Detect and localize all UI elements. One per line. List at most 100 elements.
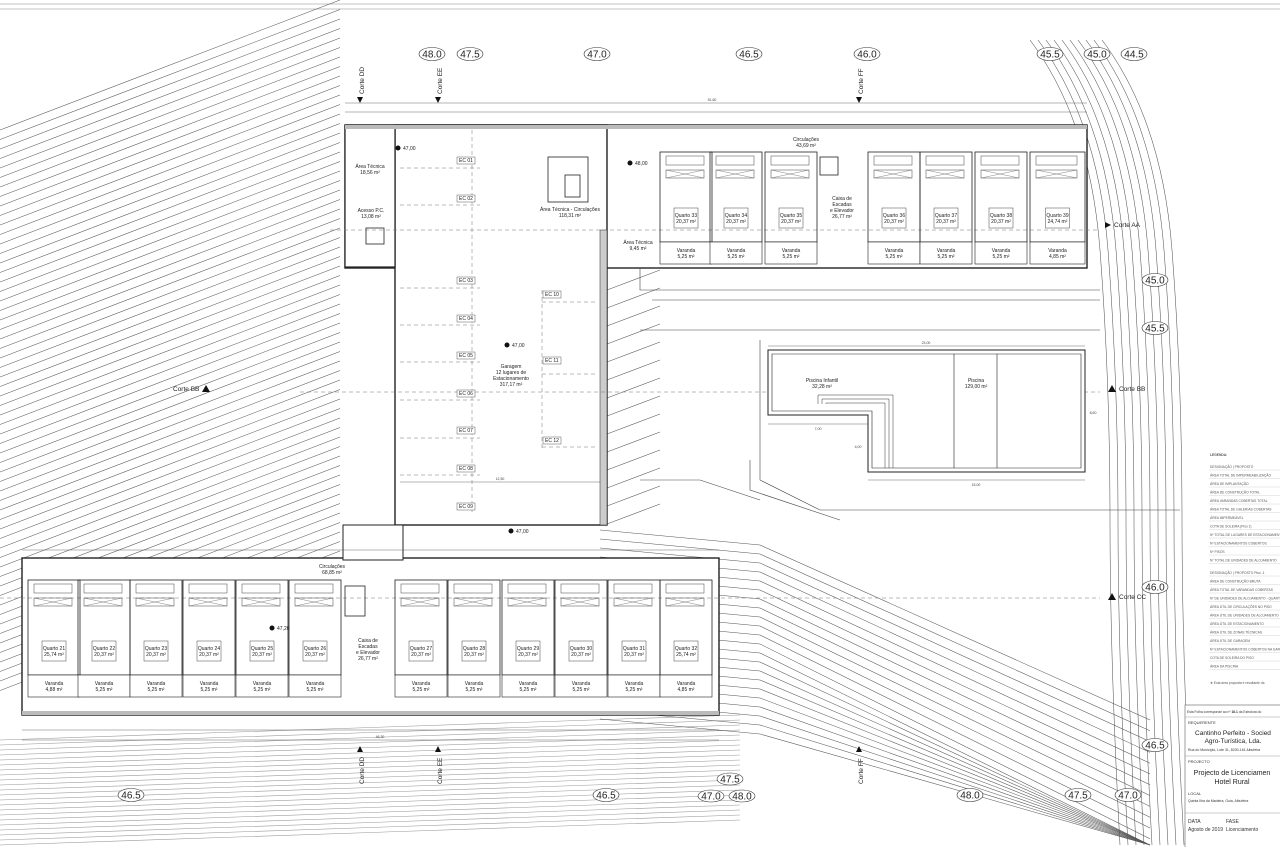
room-area: 25,74 m² [676, 652, 696, 658]
contour-label-text: 47.0 [701, 792, 721, 803]
stair-core-label: e Elevador [830, 208, 854, 214]
contour-line [0, 303, 341, 435]
ec-label: EC 06 [456, 389, 476, 398]
legend-row: ÁREA DE IMPLANTAÇÃO [1210, 481, 1249, 486]
legend-row: COTA DE SOLEIRA (Piso 1) [1210, 525, 1252, 529]
bathtub [560, 583, 600, 594]
balcony-area: 4,85 m² [678, 687, 695, 693]
room-name: Quarto 39 [1046, 213, 1068, 219]
contour-line [0, 351, 341, 482]
contour-line [0, 132, 341, 264]
date-value: Agosto de 2019 [1188, 827, 1223, 833]
bed [249, 640, 275, 662]
bed [673, 640, 699, 662]
balcony [554, 674, 608, 698]
ec-label: EC 11 [542, 356, 562, 365]
ec-label-text: EC 03 [459, 278, 473, 284]
contour-line [0, 75, 341, 207]
legend-row: ÁREA ÚTIL DE ZONAS TÉCNICAS [1210, 630, 1263, 635]
contour-line [0, 714, 741, 741]
room-area: 20,37 m² [571, 652, 591, 658]
bed [143, 640, 169, 662]
balcony-label: Varanda [727, 248, 746, 254]
contour-line [0, 85, 341, 216]
wardrobe [188, 597, 228, 607]
balcony-area: 4,85 m² [1049, 254, 1066, 260]
contour-line [1069, 39, 1161, 846]
legend-note: ★ Esta área proposta é resultante da [1210, 681, 1265, 685]
elevation-text: 47,00 [403, 146, 416, 152]
room-name: Quarto 25 [251, 646, 273, 652]
wardrobe [507, 597, 547, 607]
contour-line [0, 294, 341, 425]
bathtub [770, 155, 810, 166]
section-label: Corte FF [858, 68, 865, 94]
contour-label: 48.0 [956, 788, 984, 802]
contour-label: 46.5 [592, 788, 620, 802]
room-name: Quarto 32 [675, 646, 697, 652]
wall-strip [345, 125, 1087, 129]
room-name: Quarto 29 [517, 646, 539, 652]
contour-line [0, 170, 341, 302]
legend-row: ÁREA DE CONSTRUÇÃO BRUTA [1210, 579, 1261, 584]
garage-outline [394, 124, 608, 526]
contour-line [599, 709, 1151, 846]
space-area: 13,08 m² [361, 214, 381, 220]
contour-label-text: 47.5 [1068, 791, 1088, 802]
room-name: Quarto 27 [410, 646, 432, 652]
section-marker-ff-bottom: Corte FF [856, 746, 865, 784]
legend-row: Nº DE UNIDADES DE ALOJAMENTO - QUARTOS [1210, 597, 1280, 601]
contour-line [599, 718, 1151, 846]
bathtub [507, 583, 547, 594]
section-marker-ee-bottom: Corte EE [435, 746, 444, 784]
legend-row: ÁREA TOTAL DE GALERIAS COBERTAS [1210, 508, 1272, 512]
section-marker-dd: Corte DD [357, 67, 366, 103]
contour-label: 46.5 [117, 788, 145, 802]
wardrobe-cross [188, 597, 228, 607]
wardrobe [294, 597, 334, 607]
bathtub [453, 583, 493, 594]
ec-label: EC 12 [542, 436, 562, 445]
bed [933, 207, 959, 229]
ec-label-text: EC 05 [459, 353, 473, 359]
wardrobe-cross [83, 597, 123, 607]
ec-label: EC 01 [456, 156, 476, 165]
ec-label-text: EC 11 [545, 358, 559, 364]
section-marker-cc: Corte CC [1108, 593, 1146, 601]
bathtub [980, 155, 1020, 166]
balcony-area: 5,25 m² [626, 687, 643, 693]
ec-label: EC 03 [456, 276, 476, 285]
balcony [919, 241, 973, 265]
section-marker-bb-right: Corte BB [1108, 385, 1145, 393]
ec-label-text: EC 09 [459, 504, 473, 510]
contour-line [0, 749, 741, 776]
balcony-label: Varanda [677, 681, 696, 687]
contour-label-text: 44.5 [1124, 50, 1144, 61]
balcony-label: Varanda [572, 681, 591, 687]
balcony-label: Varanda [677, 248, 696, 254]
room-area: 20,37 m² [991, 219, 1011, 225]
room-name: Quarto 28 [463, 646, 485, 652]
contour-line [0, 759, 741, 786]
wardrobe-cross [873, 169, 913, 179]
contour-labels-right: 45.0 45.5 46.0 46.5 [1141, 273, 1169, 752]
elevation-marker: 47,00 [508, 528, 529, 535]
contour-line [606, 287, 661, 309]
room-area: 20,37 m² [884, 219, 904, 225]
garage-area: 317,17 m² [500, 382, 523, 388]
wardrobe-cross [980, 169, 1020, 179]
bathtub [294, 583, 334, 594]
contour-label-text: 45.0 [1145, 276, 1165, 287]
pool-area: 129,00 m² [965, 384, 988, 390]
contour-line [0, 360, 341, 492]
contour-line [606, 395, 661, 417]
contour-label: 46.5 [1141, 738, 1169, 752]
balcony [974, 241, 1028, 265]
